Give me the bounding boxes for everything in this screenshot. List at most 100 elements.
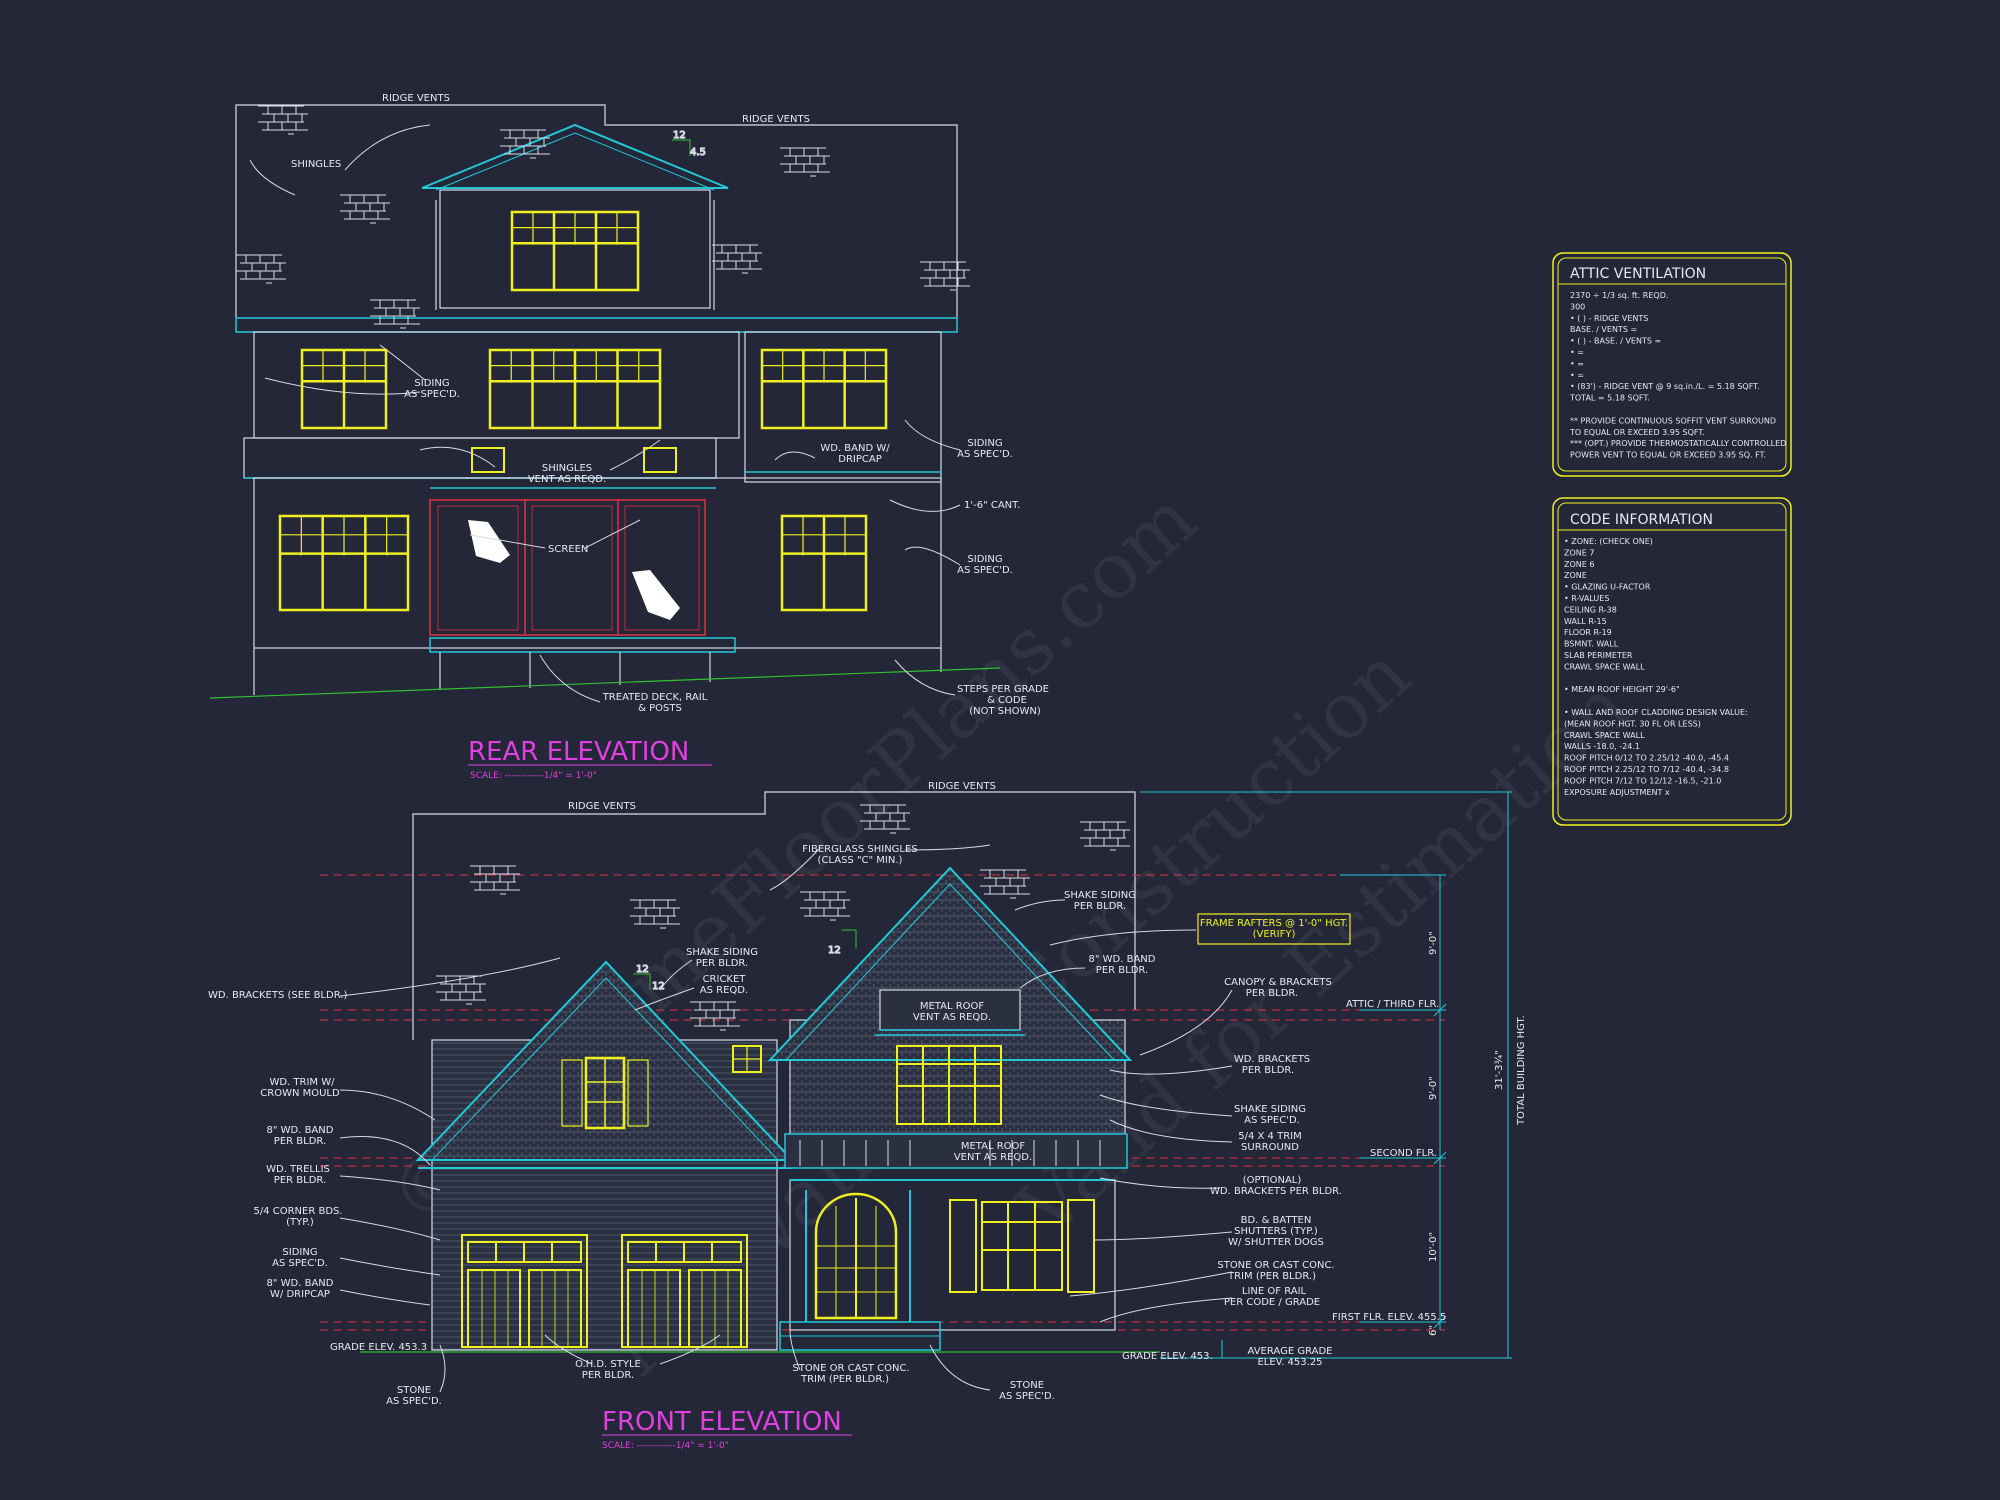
roof-vent <box>643 447 677 473</box>
brick-vent-icon <box>920 261 970 291</box>
brick-vent-icon <box>500 129 550 159</box>
band-8-2b: PER BLDR. <box>274 1136 326 1147</box>
front-pitch-rise-1: 12 <box>636 964 649 975</box>
brick-vent-icon <box>436 975 486 1005</box>
metal-roof-vent-b: VENT AS REQD. <box>913 1012 991 1023</box>
band-8-1b: PER BLDR. <box>1096 965 1148 976</box>
window <box>760 348 888 430</box>
trim-crown-a: WD. TRIM W/ <box>269 1077 335 1088</box>
rear-siding-1b: AS SPEC'D. <box>404 389 460 400</box>
rear-deck-b: & POSTS <box>638 703 682 714</box>
rear-screen-porch <box>429 499 706 636</box>
brick-vent-icon <box>860 804 910 834</box>
rear-siding-2a: SIDING <box>967 438 1002 449</box>
rear-steps-b: & CODE <box>987 695 1027 706</box>
rear-elevation: 12 4.5 <box>209 104 1001 699</box>
rear-wd-band-b: DRIPCAP <box>838 454 881 465</box>
brick-vent-icon <box>630 899 680 929</box>
brick-vent-icon <box>980 869 1030 899</box>
corner-b: (TYP.) <box>286 1217 314 1228</box>
brick-vent-icon <box>1080 821 1130 851</box>
rear-ridge-vents-2: RIDGE VENTS <box>742 114 810 125</box>
rear-wd-band-a: WD. BAND W/ <box>820 443 890 454</box>
band-8-2a: 8" WD. BAND <box>267 1125 334 1136</box>
stone-c-b: AS SPEC'D. <box>999 1391 1055 1402</box>
rear-elevation-title: REAR ELEVATION <box>468 737 689 767</box>
canopy-a: CANOPY & BRACKETS <box>1224 977 1332 988</box>
ohd-a: O.H.D. STYLE <box>575 1359 641 1370</box>
front-ridge-vents-2: RIDGE VENTS <box>928 781 996 792</box>
ohd-b: PER BLDR. <box>582 1370 634 1381</box>
corner-a: 5/4 CORNER BDS. <box>253 1206 342 1217</box>
wd-brackets-see: WD. BRACKETS (SEE BLDR.) <box>208 990 347 1001</box>
wd-brackets-per-b: PER BLDR. <box>1242 1065 1294 1076</box>
garage-doors <box>461 1234 748 1348</box>
shutters-b: SHUTTERS (TYP.) <box>1234 1226 1318 1237</box>
window <box>780 514 868 612</box>
dim-9b: 9'-0" <box>1428 1076 1439 1100</box>
rear-cant: 1'-6" CANT. <box>964 500 1020 511</box>
shutters-a: BD. & BATTEN <box>1241 1215 1312 1226</box>
rear-shingles: SHINGLES <box>291 159 341 170</box>
fiberglass-a: FIBERGLASS SHINGLES <box>802 844 917 855</box>
main-lower-window <box>949 1199 1095 1293</box>
grade-right-label: GRADE ELEV. 453. <box>1122 1351 1213 1362</box>
trim-surround-a: 5/4 X 4 TRIM <box>1238 1131 1301 1142</box>
optional-b: WD. BRACKETS PER BLDR. <box>1210 1186 1342 1197</box>
rear-steps-a: STEPS PER GRADE <box>957 684 1049 695</box>
rear-second-floor-wall <box>253 331 740 439</box>
frame-rafters-b: (VERIFY) <box>1253 929 1296 940</box>
avg-grade-b: ELEV. 453.25 <box>1257 1357 1322 1368</box>
siding-a: SIDING <box>282 1247 317 1258</box>
trim-surround-b: SURROUND <box>1241 1142 1299 1153</box>
trellis-a: WD. TRELLIS <box>266 1164 330 1175</box>
stone-l-b: AS SPEC'D. <box>386 1396 442 1407</box>
window <box>510 210 640 292</box>
rear-labels: RIDGE VENTS RIDGE VENTS SHINGLES SIDING … <box>291 93 1049 781</box>
brick-vent-icon <box>712 244 762 274</box>
front-roof-outline <box>412 791 1136 1040</box>
main-upper-window <box>896 1045 1002 1125</box>
rear-windows <box>278 210 888 612</box>
front-ridge-vents-1: RIDGE VENTS <box>568 801 636 812</box>
stone-trim-r-a: STONE OR CAST CONC. <box>1217 1260 1334 1271</box>
shake-3b: AS SPEC'D. <box>1244 1115 1300 1126</box>
trellis-b: PER BLDR. <box>274 1175 326 1186</box>
rear-bay-wall <box>744 331 942 483</box>
brick-vent-icon <box>800 891 850 921</box>
first-floor-label: FIRST FLR. ELEV. 455.5 <box>1332 1312 1446 1323</box>
rear-siding-3b: AS SPEC'D. <box>957 565 1013 576</box>
dim-6: 6" <box>1428 1325 1439 1336</box>
window <box>278 514 410 612</box>
brick-vent-icon <box>780 147 830 177</box>
rear-pitch-rise: 12 <box>673 130 686 141</box>
window <box>488 348 662 430</box>
rear-screen: SCREEN <box>548 544 588 555</box>
front-pitch-rise-2: 12 <box>828 945 841 956</box>
brick-vent-icon <box>236 254 286 284</box>
cricket-a: CRICKET <box>703 974 747 985</box>
stone-l-a: STONE <box>397 1385 431 1396</box>
frame-rafters-a: FRAME RAFTERS @ 1'-0" HGT. <box>1200 918 1348 929</box>
trim-crown-b: CROWN MOULD <box>260 1088 340 1099</box>
grade-left-label: GRADE ELEV. 453.3 <box>330 1342 427 1353</box>
rear-deck-a: TREATED DECK, RAIL <box>602 692 708 703</box>
line-rail-b: PER CODE / GRADE <box>1224 1297 1320 1308</box>
shutters-c: W/ SHUTTER DOGS <box>1228 1237 1324 1248</box>
rear-pitch-run: 4.5 <box>690 147 706 158</box>
front-elevation: 12 12 12 <box>320 791 1512 1359</box>
front-elevation-title: FRONT ELEVATION <box>602 1407 842 1437</box>
frame-rafters-box <box>1197 913 1351 945</box>
shake-1a: SHAKE SIDING <box>1064 890 1136 901</box>
band-8-1a: 8" WD. BAND <box>1089 954 1156 965</box>
dim-total: 31'-3¾" <box>1494 1050 1505 1090</box>
total-height-label: TOTAL BUILDING HGT. <box>1516 1015 1527 1126</box>
stone-trim-r-b: TRIM (PER BLDR.) <box>1227 1271 1316 1282</box>
rear-siding-3a: SIDING <box>967 554 1002 565</box>
front-pitch-run-1: 12 <box>652 981 665 992</box>
band-8-3b: W/ DRIPCAP <box>270 1289 330 1300</box>
shake-1b: PER BLDR. <box>1074 901 1126 912</box>
rear-first-floor-wall <box>253 477 942 649</box>
